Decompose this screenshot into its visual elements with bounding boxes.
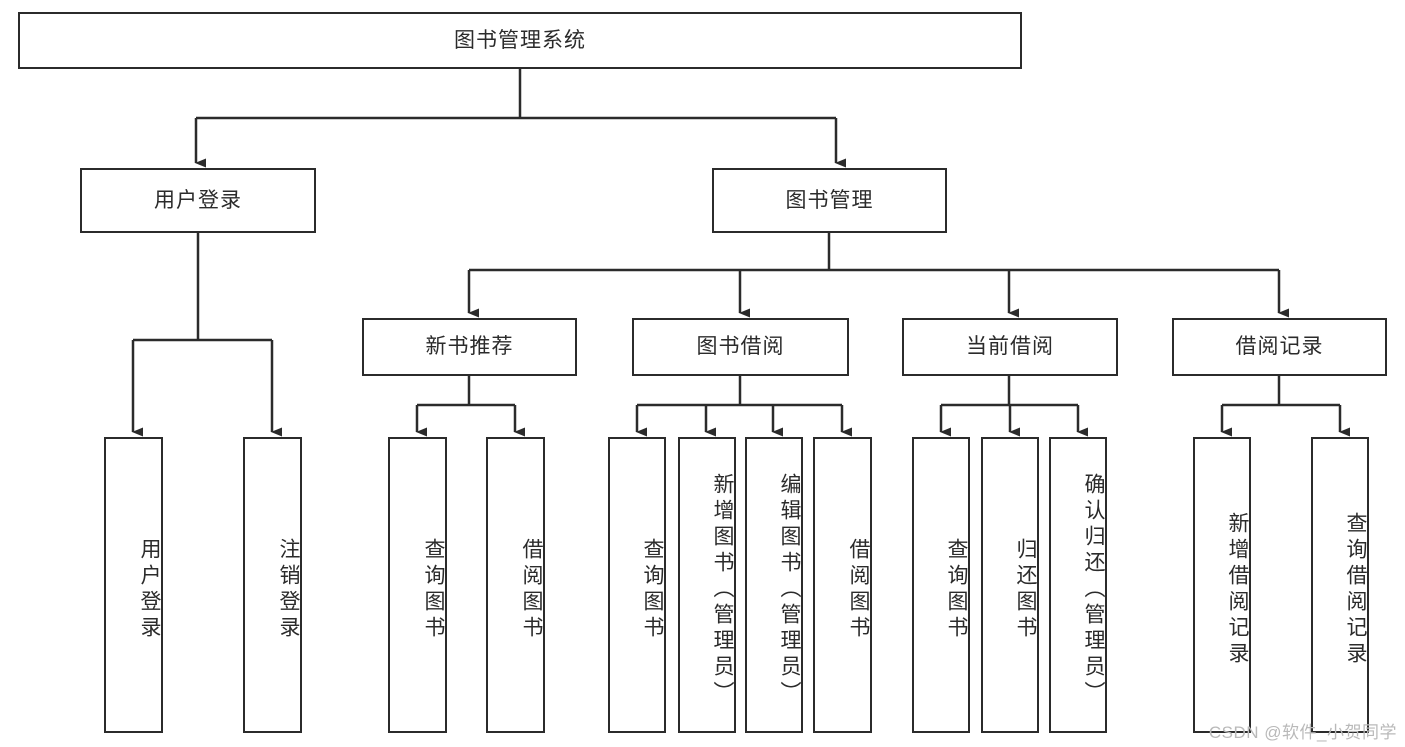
leaf-query-book-current[interactable]: 查询图书 <box>912 437 970 733</box>
node-label: 编辑图书（管理员） <box>778 473 801 707</box>
leaf-query-book-borrowing[interactable]: 查询图书 <box>608 437 666 733</box>
node-label: 新增图书（管理员） <box>711 473 734 707</box>
node-user-login[interactable]: 用户登录 <box>80 168 316 233</box>
node-label: 图书管理 <box>785 188 874 212</box>
node-label: 图书管理系统 <box>454 28 586 52</box>
node-label: 用户登录 <box>138 538 161 642</box>
leaf-user-login[interactable]: 用户登录 <box>104 437 163 733</box>
node-book-borrowing[interactable]: 图书借阅 <box>632 318 849 376</box>
node-borrowing-record[interactable]: 借阅记录 <box>1172 318 1387 376</box>
node-label: 借阅图书 <box>520 538 543 642</box>
node-root-book-management-system[interactable]: 图书管理系统 <box>18 12 1022 69</box>
node-label: 新书推荐 <box>425 335 514 359</box>
node-label: 归还图书 <box>1014 538 1037 642</box>
node-label: 查询图书 <box>945 538 968 642</box>
leaf-edit-book-admin[interactable]: 编辑图书（管理员） <box>745 437 803 733</box>
node-label: 查询图书 <box>422 538 445 642</box>
leaf-borrow-book-borrowing[interactable]: 借阅图书 <box>813 437 872 733</box>
node-label: 借阅记录 <box>1235 335 1324 359</box>
leaf-query-borrowing-record[interactable]: 查询借阅记录 <box>1311 437 1369 733</box>
leaf-add-borrowing-record[interactable]: 新增借阅记录 <box>1193 437 1251 733</box>
node-label: 图书借阅 <box>696 335 785 359</box>
leaf-return-book[interactable]: 归还图书 <box>981 437 1039 733</box>
node-current-borrowing[interactable]: 当前借阅 <box>902 318 1118 376</box>
leaf-query-book-new-recommendation[interactable]: 查询图书 <box>388 437 447 733</box>
node-label: 借阅图书 <box>847 538 870 642</box>
leaf-borrow-book-new-recommendation[interactable]: 借阅图书 <box>486 437 545 733</box>
node-label: 查询图书 <box>641 538 664 642</box>
node-label: 当前借阅 <box>966 335 1054 359</box>
node-label: 查询借阅记录 <box>1344 512 1367 668</box>
leaf-confirm-return-admin[interactable]: 确认归还（管理员） <box>1049 437 1107 733</box>
leaf-add-book-admin[interactable]: 新增图书（管理员） <box>678 437 736 733</box>
node-label: 用户登录 <box>154 188 242 212</box>
node-book-management[interactable]: 图书管理 <box>712 168 947 233</box>
node-label: 注销登录 <box>277 538 300 642</box>
node-label: 确认归还（管理员） <box>1082 473 1105 707</box>
leaf-logout-login[interactable]: 注销登录 <box>243 437 302 733</box>
node-new-book-recommendation[interactable]: 新书推荐 <box>362 318 577 376</box>
node-label: 新增借阅记录 <box>1226 512 1249 668</box>
